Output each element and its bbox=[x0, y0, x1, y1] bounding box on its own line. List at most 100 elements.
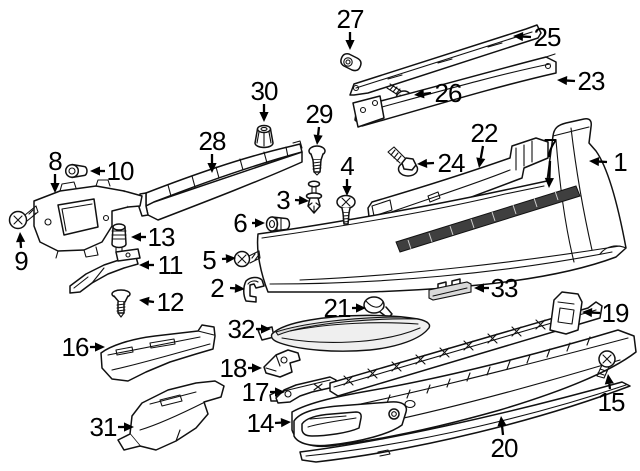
callout-21[interactable]: 21 bbox=[324, 293, 366, 323]
callout-arrow-head bbox=[417, 158, 428, 169]
part-number-label: 28 bbox=[199, 126, 226, 156]
callout-arrow-head bbox=[90, 166, 100, 176]
grommet-30-sketch bbox=[254, 124, 274, 149]
callout-arrow-head bbox=[16, 232, 26, 243]
callout-arrow-head bbox=[255, 218, 265, 228]
callout-29[interactable]: 29 bbox=[306, 99, 334, 145]
callout-arrow-head bbox=[234, 283, 245, 293]
part-number-label: 12 bbox=[157, 287, 184, 317]
impact-bar-brace-sketch bbox=[352, 53, 557, 128]
part-number-label: 15 bbox=[598, 387, 625, 417]
part-number-label: 29 bbox=[306, 99, 333, 129]
part-number-label: 2 bbox=[210, 273, 224, 303]
callout-27[interactable]: 27 bbox=[337, 4, 365, 50]
step-pad-16-sketch bbox=[100, 324, 216, 382]
callout-arrow-head bbox=[513, 31, 524, 42]
callout-arrow-head bbox=[139, 260, 149, 270]
part-number-label: 4 bbox=[340, 151, 354, 181]
part-number-label: 26 bbox=[435, 78, 462, 108]
screw-4-sketch bbox=[336, 194, 356, 225]
callout-11[interactable]: 11 bbox=[139, 250, 184, 280]
part-number-label: 7 bbox=[543, 133, 557, 163]
clip-2-sketch bbox=[243, 276, 265, 303]
callout-13[interactable]: 13 bbox=[131, 222, 176, 252]
callout-arrow-head bbox=[557, 75, 568, 86]
callout-32[interactable]: 32 bbox=[228, 314, 271, 344]
callout-5[interactable]: 5 bbox=[202, 245, 236, 275]
part-number-label: 20 bbox=[491, 433, 518, 463]
part-number-label: 21 bbox=[324, 293, 351, 323]
callout-16[interactable]: 16 bbox=[62, 332, 105, 362]
callout-30[interactable]: 30 bbox=[251, 76, 279, 122]
callout-3[interactable]: 3 bbox=[276, 185, 309, 215]
part-number-label: 5 bbox=[202, 245, 216, 275]
callout-19[interactable]: 19 bbox=[582, 298, 630, 328]
callout-31[interactable]: 31 bbox=[90, 412, 134, 442]
callout-arrow-line bbox=[500, 425, 505, 436]
callout-arrow-line bbox=[148, 300, 155, 304]
clip-27-sketch bbox=[340, 53, 362, 72]
callout-arrow-head bbox=[50, 183, 60, 193]
bracket-8-sketch bbox=[33, 179, 143, 259]
callout-arrow-head bbox=[582, 307, 593, 318]
callout-6[interactable]: 6 bbox=[233, 208, 265, 238]
part-number-label: 23 bbox=[578, 66, 605, 96]
callout-2[interactable]: 2 bbox=[210, 273, 245, 303]
lamp-32-sketch bbox=[257, 314, 431, 352]
lower-bumper-sketch bbox=[291, 329, 637, 463]
lamp-pod-14-sketch bbox=[293, 401, 408, 447]
callout-9[interactable]: 9 bbox=[14, 232, 29, 276]
part-number-label: 11 bbox=[158, 250, 184, 280]
callout-arrow-head bbox=[342, 186, 352, 196]
callout-22[interactable]: 22 bbox=[471, 118, 499, 168]
callout-10[interactable]: 10 bbox=[90, 156, 135, 186]
callout-26[interactable]: 26 bbox=[414, 78, 463, 108]
callout-28[interactable]: 28 bbox=[199, 126, 227, 173]
callout-arrow-line bbox=[316, 126, 321, 136]
part-number-label: 6 bbox=[233, 208, 247, 238]
grommet-6-sketch bbox=[265, 216, 291, 232]
part-number-label: 27 bbox=[337, 4, 364, 34]
side-marker-lamp-sketch bbox=[428, 278, 472, 301]
callout-arrow-head bbox=[497, 416, 507, 427]
screw-15-sketch bbox=[596, 350, 616, 379]
callout-arrow-head bbox=[345, 40, 355, 50]
callout-4[interactable]: 4 bbox=[340, 151, 355, 196]
callout-15[interactable]: 15 bbox=[598, 374, 626, 417]
callout-arrow-head bbox=[275, 387, 285, 397]
callout-20[interactable]: 20 bbox=[491, 416, 519, 463]
callout-arrow-head bbox=[414, 89, 425, 99]
callout-1[interactable]: 1 bbox=[589, 147, 628, 177]
callout-arrow-head bbox=[544, 177, 554, 188]
callout-33[interactable]: 33 bbox=[474, 273, 519, 303]
part-number-label: 19 bbox=[602, 298, 629, 328]
callout-arrow-head bbox=[252, 363, 262, 373]
callout-arrow-head bbox=[139, 296, 150, 306]
part-number-label: 18 bbox=[220, 353, 247, 383]
push-pin-sketch bbox=[305, 180, 323, 214]
callout-arrow-head bbox=[604, 374, 614, 385]
callouts-layer: 1234567891011121314151617181920212223242… bbox=[14, 4, 630, 463]
callout-24[interactable]: 24 bbox=[417, 148, 466, 178]
part-number-label: 22 bbox=[471, 118, 498, 148]
sill-step-strip bbox=[395, 185, 581, 253]
part-number-label: 30 bbox=[251, 76, 278, 106]
part-number-label: 8 bbox=[48, 146, 62, 176]
callout-12[interactable]: 12 bbox=[139, 287, 185, 317]
part-number-label: 33 bbox=[491, 273, 518, 303]
callout-arrow-head bbox=[225, 254, 236, 264]
callout-7[interactable]: 7 bbox=[543, 133, 558, 188]
upper-strip-sketch bbox=[349, 24, 542, 96]
callout-23[interactable]: 23 bbox=[557, 66, 606, 96]
callout-14[interactable]: 14 bbox=[247, 408, 291, 438]
callout-18[interactable]: 18 bbox=[220, 353, 262, 383]
callout-8[interactable]: 8 bbox=[48, 146, 63, 193]
callout-25[interactable]: 25 bbox=[513, 22, 562, 52]
part-number-label: 9 bbox=[14, 246, 28, 276]
lower-rail-sketch bbox=[329, 291, 603, 397]
step-pad-31-sketch bbox=[117, 380, 225, 451]
callout-17[interactable]: 17 bbox=[242, 377, 285, 407]
callout-arrow-head bbox=[474, 283, 484, 293]
part-number-label: 10 bbox=[107, 156, 134, 186]
